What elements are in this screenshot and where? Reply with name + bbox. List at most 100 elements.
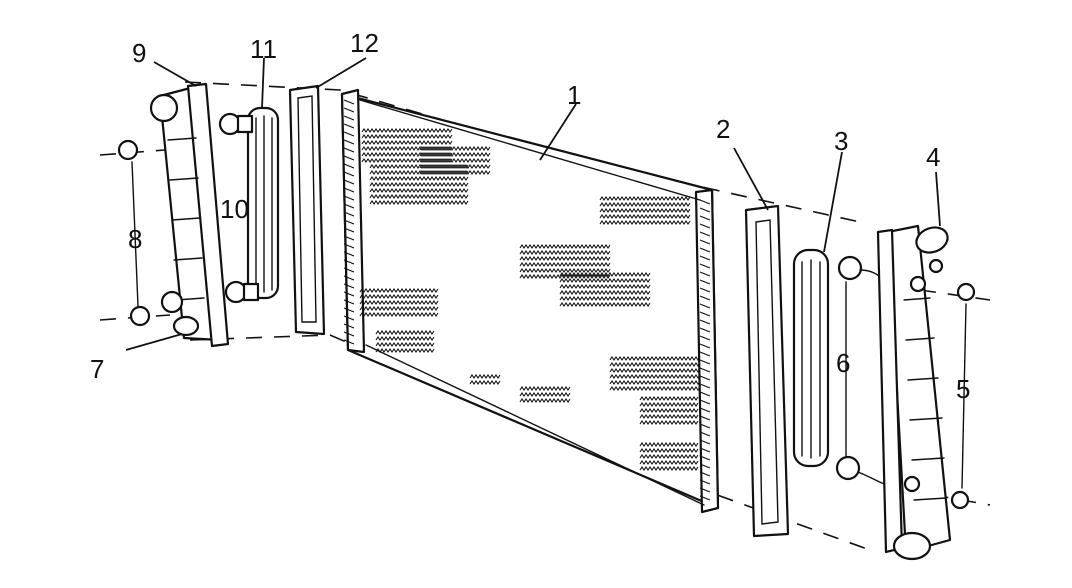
side-fin — [699, 375, 711, 381]
fin-row — [519, 256, 611, 261]
side-fin — [699, 351, 711, 357]
right-oil-cooler — [792, 248, 830, 468]
side-fin — [699, 223, 711, 229]
fin-row — [519, 262, 611, 267]
side-fin — [699, 455, 711, 461]
side-fin — [699, 367, 711, 373]
side-fin — [343, 331, 355, 337]
fin-row — [639, 402, 699, 407]
side-fin — [343, 315, 355, 321]
fin-row — [369, 188, 469, 193]
side-fin — [699, 407, 711, 413]
fin-row — [639, 466, 699, 471]
side-fin — [699, 239, 711, 245]
callout-6: 6 — [836, 348, 850, 378]
fin-row — [369, 194, 469, 199]
callout-5: 5 — [956, 374, 970, 404]
radiator-core — [340, 88, 720, 514]
callout-1: 1 — [567, 80, 581, 110]
side-fin — [343, 179, 355, 185]
leader-lines — [125, 57, 941, 351]
fin-row — [639, 454, 699, 459]
callout-10: 10 — [220, 194, 249, 224]
right-tank — [876, 224, 952, 561]
side-fin — [699, 279, 711, 285]
side-fin — [343, 131, 355, 137]
callout-8: 8 — [128, 224, 142, 254]
fin-row — [419, 164, 491, 169]
side-fin — [699, 215, 711, 221]
side-fin — [343, 99, 355, 105]
fin-row — [559, 284, 651, 289]
side-fin — [699, 335, 711, 341]
fin-row — [639, 414, 699, 419]
fin-row — [559, 272, 651, 277]
side-fin — [699, 311, 711, 317]
side-fin — [343, 267, 355, 273]
left-tank — [149, 82, 230, 348]
fin-row — [599, 220, 691, 225]
side-fin — [343, 259, 355, 265]
side-fin — [343, 235, 355, 241]
fin-row — [359, 300, 439, 305]
fin-row — [359, 306, 439, 311]
fin-row — [559, 302, 651, 307]
side-fin — [343, 195, 355, 201]
right-seal — [744, 204, 790, 538]
side-fin — [699, 399, 711, 405]
side-fin — [699, 255, 711, 261]
fin-row — [559, 278, 651, 283]
fin-row — [361, 128, 453, 133]
right-clips — [950, 282, 976, 510]
side-fin — [699, 359, 711, 365]
callout-4: 4 — [926, 142, 940, 172]
side-fin — [343, 107, 355, 113]
side-fin — [699, 495, 711, 501]
fin-row — [559, 296, 651, 301]
fin-row — [375, 342, 435, 347]
fin-row — [559, 290, 651, 295]
side-fin — [343, 211, 355, 217]
side-fin — [343, 219, 355, 225]
fin-row — [519, 392, 571, 397]
fin-row — [519, 244, 611, 249]
side-fin — [699, 391, 711, 397]
fin-row — [609, 362, 701, 367]
side-fin — [343, 243, 355, 249]
fin-row — [359, 288, 439, 293]
callout-12: 12 — [350, 28, 379, 58]
core-fins — [343, 99, 711, 501]
left-clips — [117, 139, 151, 327]
fin-row — [359, 294, 439, 299]
fin-row — [419, 152, 491, 157]
fin-row — [519, 268, 611, 273]
fin-row — [639, 420, 699, 425]
side-fin — [343, 307, 355, 313]
callouts: 1 2 3 4 5 6 7 8 9 10 11 12 — [90, 28, 970, 404]
fin-row — [519, 386, 571, 391]
fin-row — [469, 380, 501, 385]
side-fin — [343, 171, 355, 177]
fin-row — [519, 250, 611, 255]
side-fin — [699, 287, 711, 293]
fin-row — [359, 312, 439, 317]
side-fin — [699, 303, 711, 309]
fin-row — [369, 182, 469, 187]
side-fin — [699, 415, 711, 421]
side-fin — [343, 251, 355, 257]
side-fin — [699, 343, 711, 349]
callout-11: 11 — [250, 34, 277, 64]
left-seal — [288, 84, 326, 336]
fin-row — [375, 348, 435, 353]
fin-row — [599, 208, 691, 213]
side-fin — [343, 147, 355, 153]
fin-row — [609, 380, 701, 385]
side-fin — [699, 231, 711, 237]
fin-row — [419, 146, 491, 151]
fin-row — [639, 408, 699, 413]
side-fin — [699, 471, 711, 477]
side-fin — [343, 163, 355, 169]
side-fin — [343, 139, 355, 145]
